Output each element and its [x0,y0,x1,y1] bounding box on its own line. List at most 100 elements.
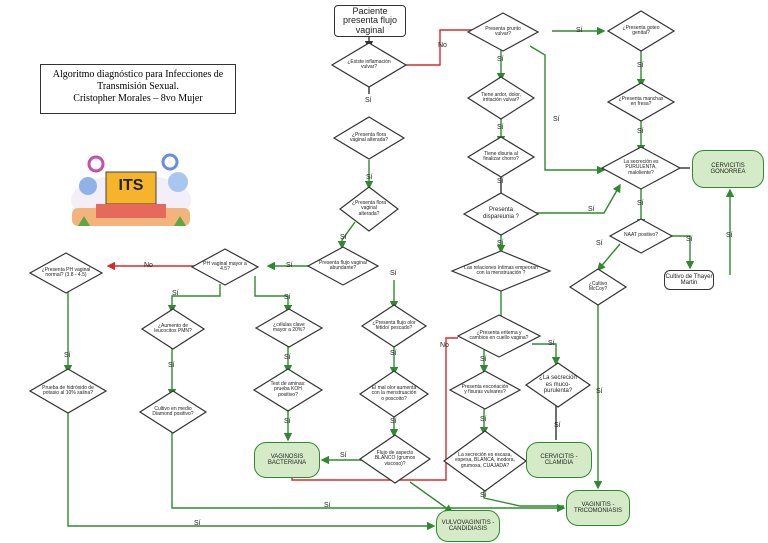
q-clue[interactable]: ¿células clave mayor a 20%? [272,321,306,333]
diamond-shape-q-inflamacion [330,42,408,88]
title-box: Algoritmo diagnóstico para Infecciones d… [40,64,236,114]
label-no-eritema: No [440,342,449,349]
q-dispareunia[interactable]: Presenta dispareunia ? [482,207,520,220]
cultivo-diamond[interactable]: Cultivo en medio Diamond positivo? [152,405,194,417]
edge-flora2-flujo [337,221,356,250]
diamond-shape-q-prurito [466,12,540,52]
edge-inflamacion-prurito-no [400,25,488,66]
q-prurito[interactable]: Presenta prurito vulvar? [485,25,521,37]
edge-eritema-mucopurulenta [532,343,561,366]
q-manchas[interactable]: ¿Presenta manchas en fresa? [618,95,664,107]
cultivo-thayer-martin[interactable]: Cultivo de Thayer Martin [664,270,714,290]
q-ph[interactable]: PH vaginal mayor a 4.5? [203,260,247,272]
q-flora2[interactable]: ¿Presenta flora vaginal alterada? [351,199,387,217]
q-eritema[interactable]: ¿Presenta eritema y cambios en cuello va… [469,329,529,341]
label-si-pmn: Sí [168,362,175,369]
label-si-olorfetido: Sí [390,350,397,357]
q-mal-olor[interactable]: El mal olor aumenta con la menstruación … [371,384,417,402]
title-line-1: Algoritmo diagnóstico para Infecciones d… [52,69,224,80]
edge-ph-clue [254,276,293,314]
label-si-dispareunia: Sí [588,206,595,213]
q-relaciones[interactable]: Las relaciones íntimas empeoran con la m… [464,264,538,276]
title-line-2: Transmisión Sexual. [97,81,179,92]
edge-dispareunia-purulenta [536,183,621,214]
label-si-purulenta: Sí [637,200,644,207]
label-si-diamond: Sí [324,502,331,509]
label-si-flujo: Sí [286,262,293,269]
diamond-shape-q-ph [190,248,260,286]
label-si-thayer: Sí [726,232,733,239]
q-blanco[interactable]: Flujo de aspecto BLANCO (grumos viscoso)… [374,449,416,467]
label-si-dispareunia-down: Sí [497,240,504,247]
start-node[interactable]: Paciente presenta flujo vaginal [334,5,406,37]
label-si-excoriacion: Sí [480,416,487,423]
diamond-shape-q-relaciones [450,250,552,292]
q-purulenta[interactable]: La secreción es PURULENTA, maloliente? [623,158,659,176]
q-ph-normal[interactable]: ¿Presenta PH vaginal normal? (3.8 - 4.5) [41,266,91,278]
q-goteo[interactable]: ¿Presenta goteo genital? [622,24,660,36]
diamond-shape-q-mucopurulenta [524,362,592,408]
diamond-shape-q-eritema [456,314,542,358]
diamond-shape-test-aminas [252,368,324,412]
its-illustration-art [71,153,191,226]
label-si-blanco: Sí [340,452,347,459]
edge-ph-pmn [167,284,221,314]
label-si-mccoy: Sí [596,388,603,395]
q-flora[interactable]: ¿Presenta flora vaginal alterada? [349,131,389,143]
label-si-escasa: Sí [480,492,487,499]
label-si-prurito-down: Sí [497,56,504,63]
dx-cervicitis-clamidia[interactable]: CERVICITIS - CLAMIDIA [526,442,592,478]
prueba-hidroxido[interactable]: Prueba de hidróxido de potasio al 10% sa… [42,384,94,396]
dx-vulvovaginitis-candidiasis[interactable]: VULVOVAGINITIS - CANDIDIASIS [436,510,500,542]
label-si-ph-left: Sí [172,290,179,297]
label-si-flora2: Sí [340,234,347,241]
label-si-flora: Sí [366,174,373,181]
q-excoriacion[interactable]: Presenta excoriación y fisuras vulvares? [461,383,509,395]
test-aminas[interactable]: Test de aminas: prueba KOH positivo? [270,380,306,398]
diamond-shape-q-naat [608,218,674,254]
label-si-malolor: Sí [390,418,397,425]
title-line-3: Cristopher Morales – 8vo Mujer [73,93,203,104]
q-pmn[interactable]: ¿Aumento de leucocitos PMN? [154,322,192,334]
edge-escasa-down [483,490,564,507]
q-olor-fetido[interactable]: ¿Presenta flujo olor fétido/ pescado? [372,319,416,331]
diamond-shape-q-escasa [442,430,528,492]
label-si-goteo: Sí [637,62,644,69]
label-si-hidroxido: Sí [194,520,201,527]
label-si-manchas: Sí [637,128,644,135]
diamond-shape-q-goteo [606,10,676,52]
q-ardor[interactable]: Tiene ardor, dolor, irritación vulvar? [480,91,522,103]
diamond-shape-q-clue [254,308,324,348]
diamond-shape-prueba-hidroxido [28,368,108,414]
label-si-mucopurulenta: Sí [554,422,561,429]
diamond-shape-q-flora2 [339,186,399,232]
label-no-ph: No [144,262,153,269]
q-mucopurulenta[interactable]: ¿La secreción es muco-purulenta? [539,375,577,395]
q-cultivo-mccoy[interactable]: ¿Cultivo McCoy? [588,280,608,292]
edge-naat-thayer [665,235,695,270]
diamond-shape-cultivo-diamond [138,390,208,434]
edge-naat-mccoy [597,243,621,272]
edge-prurito-purulenta [529,45,606,175]
label-si-side: Sí [553,116,560,123]
dx-cervicitis-gonorrea[interactable]: CERVICITIS GONORREA [692,150,764,188]
q-flujo-abundante[interactable]: Presenta flujo vaginal abundante? [319,259,367,271]
label-si-inflamacion: Sí [365,97,372,104]
dx-vaginosis-bacteriana[interactable]: VAGINOSIS BACTERIANA [254,442,320,478]
label-si-olor: Sí [497,178,504,185]
label-si-eritema-down: Sí [480,356,487,363]
q-inflamacion[interactable]: ¿Existe inflamación vulvar? [347,58,391,70]
diamond-shape-q-flora [332,116,406,160]
label-no-inflamacion: No [438,42,447,49]
q-naat[interactable]: NAAT positivo? [624,232,658,239]
label-si-aminas: Sí [284,418,291,425]
diamond-shape-q-dispareunia [462,192,540,236]
dx-vaginitis-tricomoniasis[interactable]: VAGINITIS - TRICOMONIASIS [566,490,630,526]
diamond-shape-q-olor-fetido [360,304,428,348]
diamond-shape-q-excoriacion [448,370,522,410]
q-olor[interactable]: Tiene disuria al finalizar chorro? [483,150,519,162]
q-escasa[interactable]: La secreción es escasa, espesa, BLANCA, … [455,451,515,469]
